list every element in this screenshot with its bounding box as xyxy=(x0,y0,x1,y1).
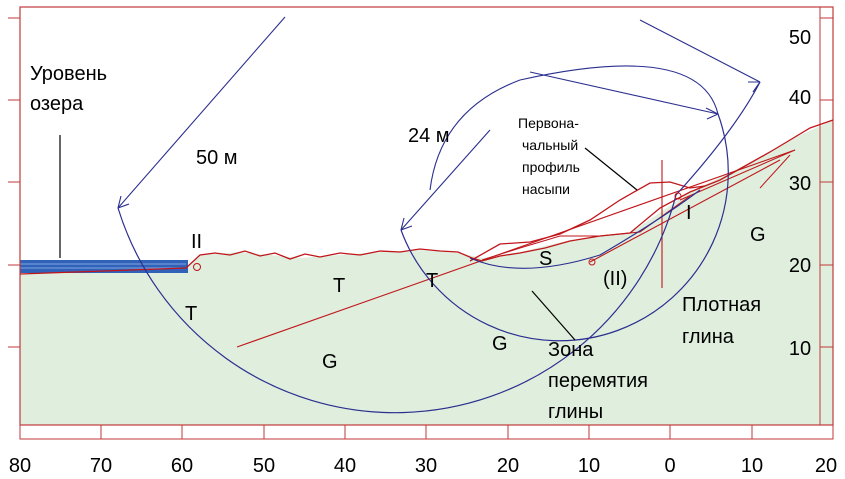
initial-profile-label-line3: профиль xyxy=(522,159,580,175)
remolded-zone-label-line1: Зона xyxy=(548,339,594,361)
small-slip-circle xyxy=(400,113,729,342)
x-tick-label: 0 xyxy=(664,455,675,477)
x-tick-label: 30 xyxy=(415,455,437,477)
large-radius-line-right xyxy=(639,19,761,83)
y-tick-label: 50 xyxy=(789,27,811,49)
soil-S-label: S xyxy=(539,248,552,270)
initial-profile-label-line1: Первона- xyxy=(518,115,579,131)
large-radius-arrow-left xyxy=(117,195,130,209)
radius-small-label: 24 м xyxy=(408,125,450,147)
x-axis-tick-labels: 80 70 60 50 40 30 20 10 0 10 20 xyxy=(9,455,837,477)
point-paren-II-marker xyxy=(588,258,596,266)
small-radius-line-right xyxy=(529,71,719,115)
remolded-zone-label-line3: глины xyxy=(548,401,603,423)
soil-G-label: G xyxy=(750,224,766,246)
x-tick-label: 20 xyxy=(497,455,519,477)
slip-II-label: II xyxy=(191,231,202,253)
lake-level-label-line2: озера xyxy=(30,93,84,115)
dense-clay-label-line2: глина xyxy=(682,326,735,348)
x-tick-label: 50 xyxy=(253,455,275,477)
point-I-marker xyxy=(674,192,682,200)
large-slip-circle xyxy=(117,194,677,414)
y-axis-tick-marks xyxy=(8,17,833,348)
slip-plane-line-1 xyxy=(236,149,796,348)
radius-large-label: 50 м xyxy=(196,147,238,169)
y-axis-tick-labels: 50 40 30 20 10 xyxy=(789,27,811,360)
x-axis-tick-marks xyxy=(19,425,834,439)
slip-plane-line-4 xyxy=(759,154,791,189)
large-radius-arrow-right xyxy=(748,81,761,93)
dense-clay-label-line1: Плотная xyxy=(682,294,761,316)
x-tick-label: 80 xyxy=(9,455,31,477)
large-circle-upper-arc xyxy=(675,81,761,196)
initial-profile-leader xyxy=(584,147,638,191)
y-tick-label: 40 xyxy=(789,87,811,109)
slip-plane-line-2 xyxy=(589,159,781,263)
point-II-marker xyxy=(193,263,201,271)
y-tick-label: 30 xyxy=(789,173,811,195)
initial-embankment-profile xyxy=(469,181,706,262)
soil-G-label: G xyxy=(322,351,338,373)
small-radius-arrow-right xyxy=(705,107,719,120)
soil-G-label: G xyxy=(492,333,508,355)
slip-I-label: I xyxy=(686,202,692,224)
soil-T-label: T xyxy=(426,270,438,292)
initial-profile-label-line2: чальный xyxy=(522,137,578,153)
x-tick-label: 10 xyxy=(741,455,763,477)
soil-T-label: T xyxy=(185,303,197,325)
soil-T-label: T xyxy=(333,275,345,297)
slip-paren-II-label: (II) xyxy=(603,268,627,290)
x-tick-label: 40 xyxy=(334,455,356,477)
remolded-zone-label-line2: перемятия xyxy=(548,370,648,392)
small-radius-line-left xyxy=(400,129,491,231)
small-circle-upper-arc xyxy=(429,65,719,191)
initial-profile-label-line4: насыпи xyxy=(522,181,570,197)
x-tick-label: 60 xyxy=(171,455,193,477)
ground-body xyxy=(20,120,833,425)
y-tick-label: 20 xyxy=(789,255,811,277)
intermediate-slip-curve xyxy=(469,189,701,269)
large-radius-line-left xyxy=(117,16,286,209)
slip-plane-line-3 xyxy=(679,149,796,201)
small-radius-arrow-left xyxy=(400,217,413,231)
lake-level-label-line1: Уровень xyxy=(30,63,107,85)
x-tick-label: 10 xyxy=(578,455,600,477)
x-tick-label: 20 xyxy=(815,455,837,477)
x-tick-label: 70 xyxy=(90,455,112,477)
y-tick-label: 10 xyxy=(789,338,811,360)
remolded-zone-leader xyxy=(531,290,576,341)
